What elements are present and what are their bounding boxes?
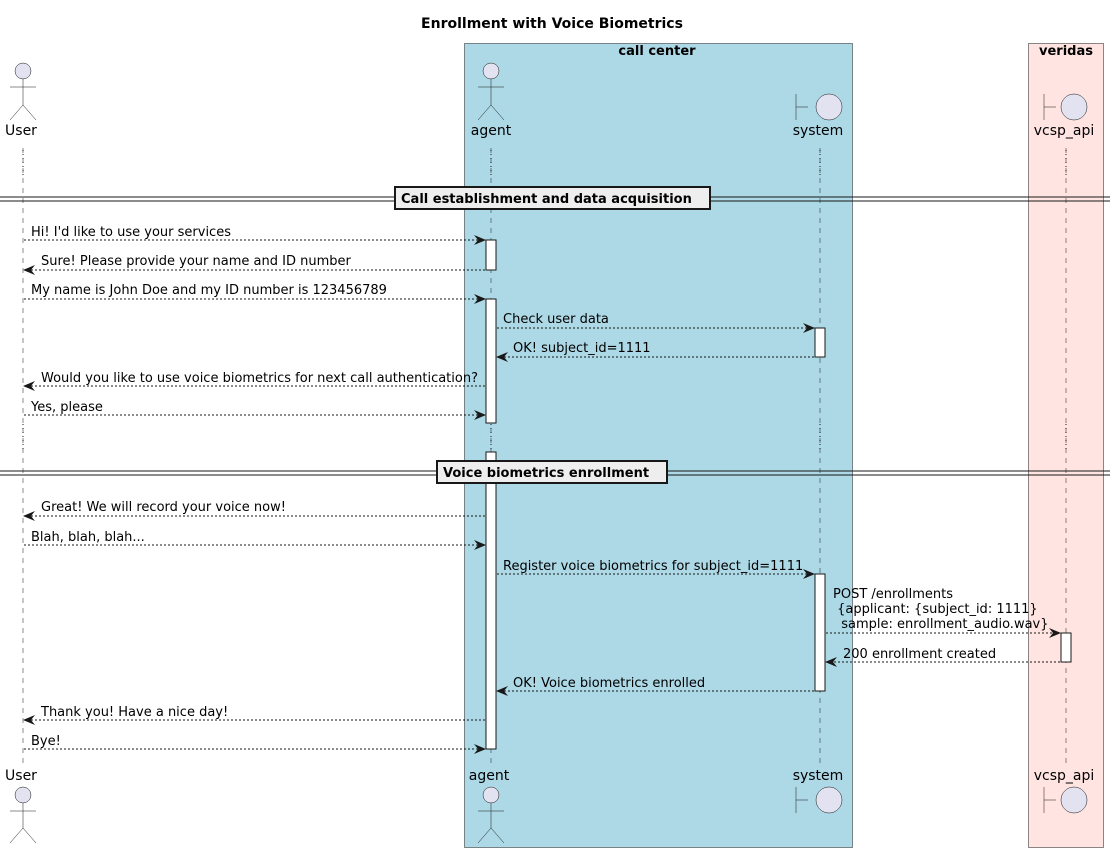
message-label: Sure! Please provide your name and ID nu… bbox=[41, 254, 351, 269]
participant-vcsp-api-bottom: vcsp_api bbox=[1034, 768, 1095, 814]
box-veridas-title: veridas bbox=[1039, 44, 1093, 59]
message: OK! Voice biometrics enrolled bbox=[496, 676, 814, 696]
participant-label: system bbox=[793, 123, 844, 139]
message-label-line: POST /enrollments bbox=[833, 587, 953, 602]
message-label: Check user data bbox=[503, 312, 609, 327]
message-label: Hi! I'd like to use your services bbox=[31, 225, 231, 240]
participant-label: User bbox=[5, 768, 37, 784]
participant-user-top: User bbox=[5, 62, 37, 139]
message-label: 200 enrollment created bbox=[843, 647, 996, 662]
message: POST /enrollments {applicant: {subject_i… bbox=[826, 587, 1061, 638]
participant-label: agent bbox=[471, 123, 512, 139]
message-label: Blah, blah, blah... bbox=[31, 530, 145, 545]
messages: Hi! I'd like to use your services Sure! … bbox=[23, 225, 1061, 754]
message: My name is John Doe and my ID number is … bbox=[24, 283, 486, 304]
divider-voice-enrollment: Voice biometrics enrollment bbox=[0, 460, 1110, 484]
participant-label: vcsp_api bbox=[1034, 123, 1095, 139]
message-label: Bye! bbox=[31, 734, 61, 749]
divider-label: Call establishment and data acquisition bbox=[401, 192, 692, 207]
message-label: POST /enrollments {applicant: {subject_i… bbox=[833, 587, 1049, 632]
activation-agent bbox=[485, 451, 497, 750]
delay-gaps bbox=[22, 150, 1067, 452]
message: 200 enrollment created bbox=[825, 647, 1060, 667]
message-label: OK! subject_id=1111 bbox=[513, 341, 651, 356]
participant-label: vcsp_api bbox=[1034, 768, 1095, 784]
participant-user-bottom: User bbox=[5, 768, 37, 844]
message-label: Thank you! Have a nice day! bbox=[40, 705, 228, 720]
message: Bye! bbox=[24, 734, 486, 754]
message: Yes, please bbox=[24, 400, 486, 420]
participant-label: system bbox=[793, 768, 844, 784]
boundary-icon bbox=[1043, 93, 1088, 121]
message-label: Would you like to use voice biometrics f… bbox=[41, 371, 478, 386]
message: Thank you! Have a nice day! bbox=[23, 705, 485, 725]
message-label: My name is John Doe and my ID number is … bbox=[31, 283, 387, 298]
message-label-line: {applicant: {subject_id: 1111} bbox=[833, 602, 1038, 617]
message: Hi! I'd like to use your services bbox=[24, 225, 486, 245]
message: Sure! Please provide your name and ID nu… bbox=[23, 254, 485, 275]
participant-system-bottom: system bbox=[793, 768, 844, 814]
participant-vcsp-api-top: vcsp_api bbox=[1034, 93, 1095, 139]
message-label: Yes, please bbox=[30, 400, 103, 415]
box-call-center-title: call center bbox=[618, 44, 696, 59]
activation-agent bbox=[485, 239, 497, 271]
message-label: Register voice biometrics for subject_id… bbox=[503, 559, 803, 574]
message-label: OK! Voice biometrics enrolled bbox=[513, 676, 705, 691]
divider-call-establishment: Call establishment and data acquisition bbox=[0, 186, 1110, 210]
message-label-line: sample: enrollment_audio.wav} bbox=[833, 617, 1049, 632]
actor-icon bbox=[9, 62, 37, 121]
box-call-center: call center bbox=[464, 43, 853, 848]
boundary-icon bbox=[795, 786, 843, 814]
activation-vcsp-api bbox=[1060, 632, 1072, 663]
participant-system-top: system bbox=[793, 93, 844, 139]
activation-agent bbox=[485, 298, 497, 424]
activations bbox=[485, 239, 1072, 750]
actor-icon bbox=[9, 786, 37, 844]
diagram-title: Enrollment with Voice Biometrics bbox=[421, 16, 683, 32]
activation-system bbox=[814, 573, 826, 692]
message: Blah, blah, blah... bbox=[24, 530, 486, 550]
boundary-icon bbox=[1043, 786, 1088, 814]
box-veridas: veridas bbox=[1028, 43, 1104, 848]
participant-label: User bbox=[5, 123, 37, 139]
actor-icon bbox=[477, 786, 505, 844]
divider-label: Voice biometrics enrollment bbox=[443, 466, 649, 481]
message: Would you like to use voice biometrics f… bbox=[23, 371, 485, 391]
message: OK! subject_id=1111 bbox=[496, 341, 814, 362]
participant-agent-bottom: agent bbox=[469, 768, 510, 844]
activation-system bbox=[814, 327, 826, 358]
boundary-icon bbox=[795, 93, 843, 121]
message: Check user data bbox=[497, 312, 815, 333]
actor-icon bbox=[477, 62, 505, 121]
participant-label: agent bbox=[469, 768, 510, 784]
message-label: Great! We will record your voice now! bbox=[41, 500, 286, 515]
message: Register voice biometrics for subject_id… bbox=[497, 559, 815, 579]
participant-agent-top: agent bbox=[471, 62, 512, 139]
message: Great! We will record your voice now! bbox=[23, 500, 485, 521]
